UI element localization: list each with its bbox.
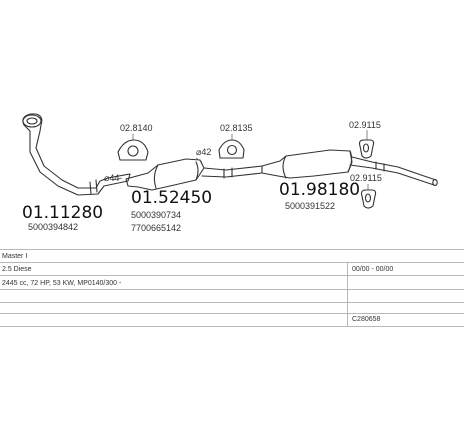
years-cell: 00/00 - 00/00 [352, 266, 394, 273]
clamp-fitting-1 [117, 139, 149, 161]
part-oem-2a: 5000390734 [131, 210, 182, 220]
model-cell: Master I [2, 253, 28, 260]
rear-silencer-part-3 [261, 149, 353, 179]
part-number-2: 01.52450 [131, 188, 213, 208]
fitting-label-2: 02.8135 [220, 123, 253, 133]
part-oem-1: 5000394842 [28, 222, 79, 232]
code-cell: C280658 [352, 316, 381, 323]
diameter-label-42: ⌀42 [196, 147, 212, 157]
part-number-3: 01.98180 [279, 180, 361, 200]
fitting-label-1: 02.8140 [120, 123, 153, 133]
part-oem-2b: 7700665142 [131, 223, 182, 233]
clamp-fitting-2 [218, 139, 245, 159]
table-divider [347, 262, 348, 327]
exhaust-system-diagram [22, 113, 438, 209]
spec-cell: 2445 cc, 72 HP, 53 KW, MP0140/300 - [2, 280, 122, 287]
downpipe-part-1 [22, 113, 131, 196]
downpipe-flange [22, 114, 42, 128]
engine-cell: 2.5 Diese [2, 266, 32, 273]
part-oem-3: 5000391522 [285, 201, 336, 211]
diameter-label-44: ⌀44 [104, 173, 120, 183]
rubber-hanger-2 [360, 189, 377, 209]
fitting-label-3: 02.9115 [349, 120, 381, 130]
middle-silencer-part-2 [125, 158, 205, 191]
rubber-hanger-1 [358, 139, 375, 159]
fitting-label-4: 02.9115 [350, 173, 382, 183]
part-number-1: 01.11280 [22, 203, 104, 223]
